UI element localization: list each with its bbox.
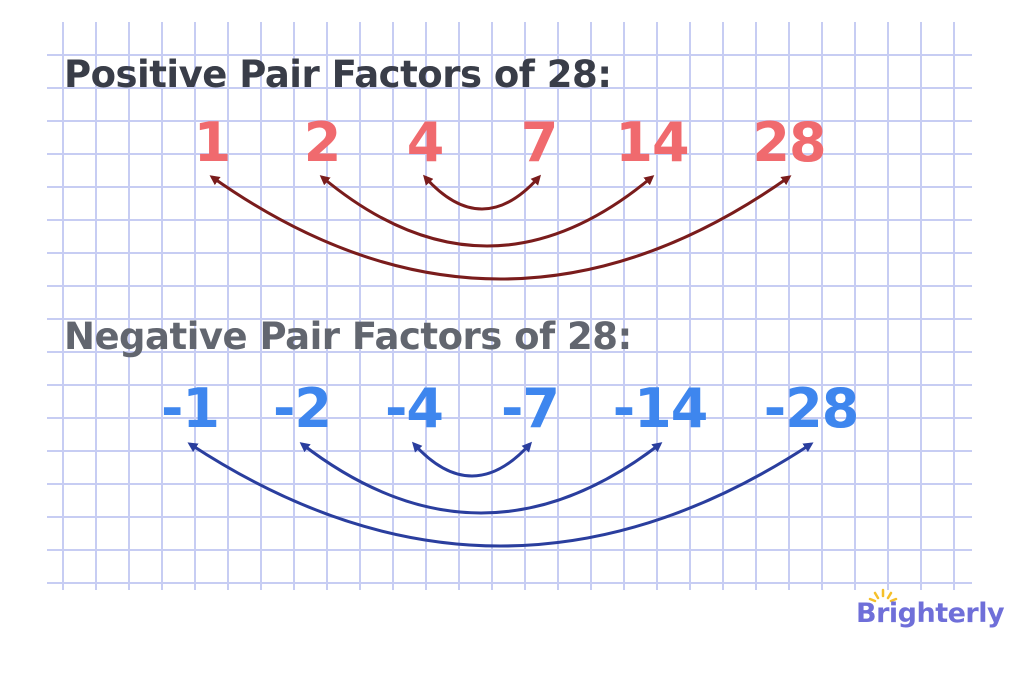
pair-arrow: [299, 442, 663, 515]
pair-arrow: [187, 442, 814, 548]
factor-number: -28: [763, 377, 860, 440]
pair-arrow: [411, 441, 533, 478]
pair-arrows: [187, 174, 814, 548]
pair-arrow: [423, 174, 541, 211]
graph-paper-grid: [47, 22, 972, 590]
factor-number: 4: [406, 111, 445, 174]
factor-number: 2: [303, 111, 342, 174]
sun-icon: [868, 588, 898, 603]
factor-number: -4: [385, 377, 444, 440]
positive-pairs-heading: Positive Pair Factors of 28:: [64, 53, 612, 96]
factor-number: 1: [193, 111, 232, 174]
factor-number: -14: [612, 377, 709, 440]
pair-arrow: [319, 175, 655, 248]
factor-number: -1: [161, 377, 220, 440]
factor-number: -2: [273, 377, 332, 440]
brighterly-logo: Brighterly: [856, 598, 1005, 629]
factor-number: 14: [615, 111, 689, 174]
factor-number: -7: [501, 377, 560, 440]
factor-number: 7: [520, 111, 559, 174]
factor-number: 28: [752, 111, 826, 174]
pair-arrow: [209, 175, 792, 281]
negative-pairs-heading: Negative Pair Factors of 28:: [64, 315, 632, 358]
